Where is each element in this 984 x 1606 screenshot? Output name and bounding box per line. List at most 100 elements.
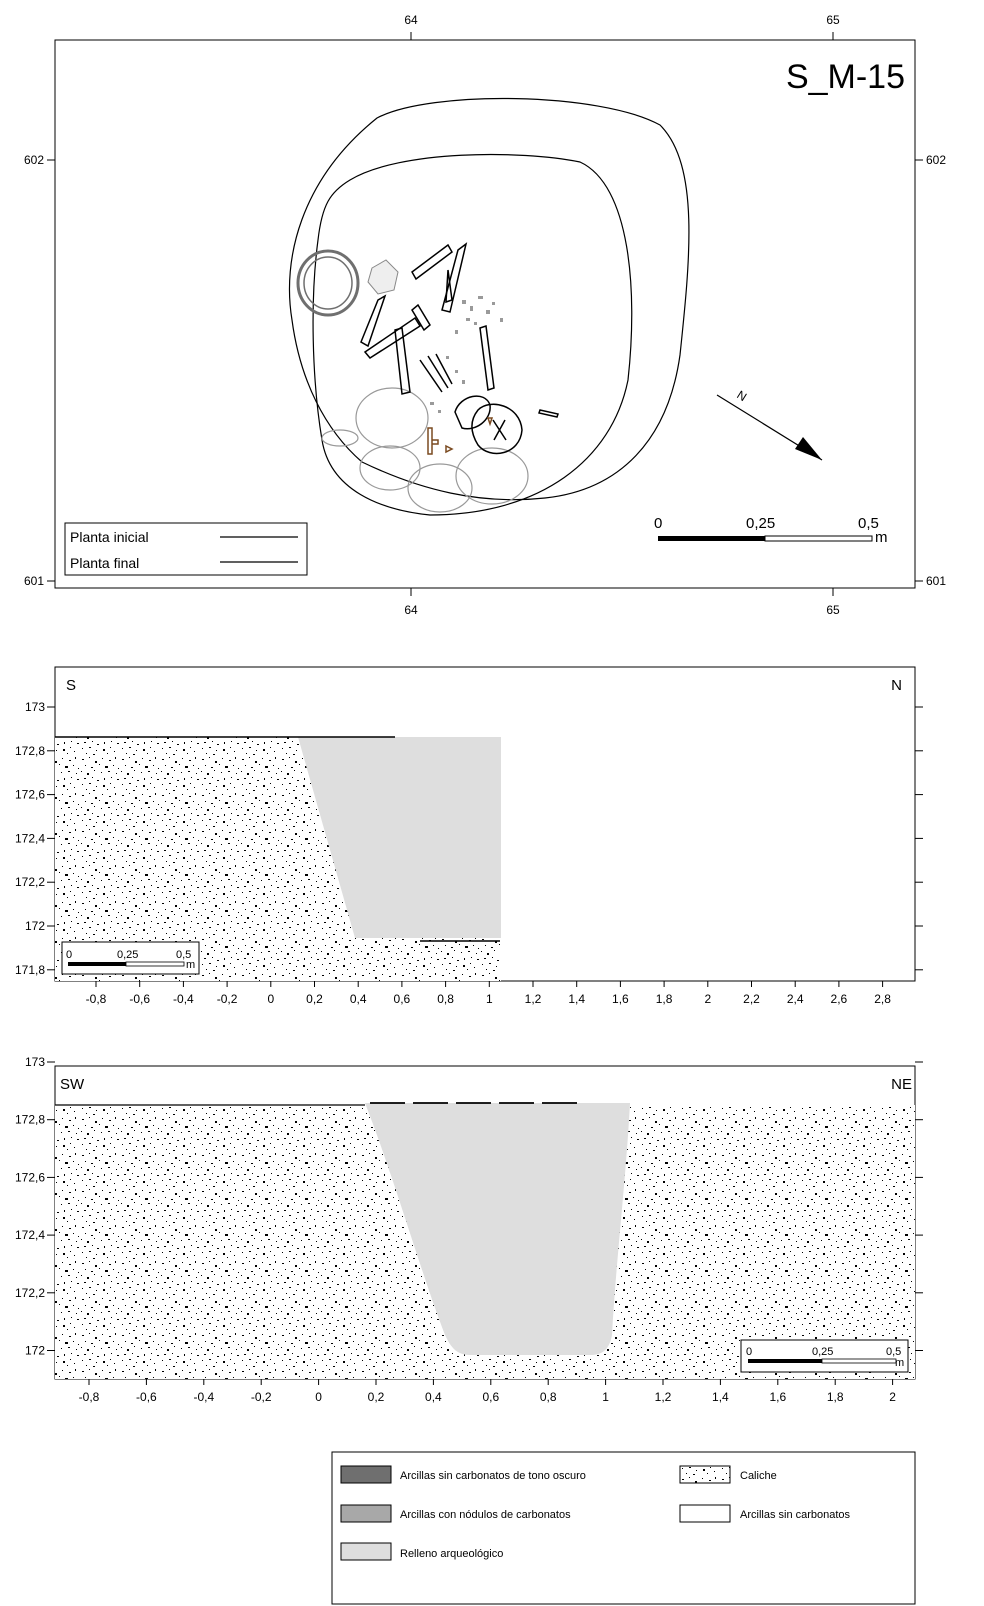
legend-swatch-carbonate-clay	[340, 1504, 392, 1523]
section1-ytick-label: 171,8	[15, 963, 45, 977]
section1-y-axis: 173 172,8 172,6 172,4 172,2 172 171,8	[15, 700, 923, 977]
section2-ytick-label: 172,6	[15, 1170, 45, 1184]
section2-xtick-label: 0,2	[368, 1390, 385, 1404]
section2-xtick-label: -0,4	[193, 1390, 214, 1404]
section2-ytick-label: 172,8	[15, 1113, 45, 1127]
section2-ytick-label: 172,2	[15, 1286, 45, 1300]
plan-scale-bar: 0 0,25 0,5 m	[654, 515, 888, 546]
section1-ytick-label: 172,4	[15, 831, 45, 845]
section1-xtick-label: 1,4	[568, 992, 585, 1006]
section2-ytick-label: 172,4	[15, 1228, 45, 1242]
section2-xtick-label: 0	[315, 1390, 322, 1404]
scale-unit: m	[186, 959, 195, 971]
plan-ytick-label: 602	[24, 153, 44, 167]
section1-xtick-label: -0,4	[173, 992, 194, 1006]
scale-label: 0,25	[746, 515, 775, 532]
section1-xtick-label: -0,2	[217, 992, 238, 1006]
legend-label: Relleno arqueológico	[400, 1548, 503, 1560]
section1-xtick-label: 1,8	[656, 992, 673, 1006]
section2-x-axis: -0,8 -0,6 -0,4 -0,2 0 0,2 0,4 0,6 0,8 1 1,2 1,4 1,6 1…	[79, 1379, 896, 1404]
plan-title: S_M-15	[786, 58, 905, 96]
section2-ytick-label: 173	[25, 1055, 45, 1069]
planta-final-outline	[312, 153, 633, 516]
section2-xtick-label: 1,6	[769, 1390, 786, 1404]
plan-xtick-label: 65	[826, 13, 840, 27]
bone-fragments	[360, 242, 559, 455]
brown-fragments	[427, 417, 494, 455]
grey-stones	[321, 387, 529, 513]
section1-xtick-label: 0,8	[437, 992, 454, 1006]
relleno-arqueologico	[298, 737, 501, 938]
caliche-area	[55, 737, 501, 981]
scale-label: 0	[66, 949, 72, 961]
section1-ytick-label: 173	[25, 700, 45, 714]
plan-xtick-label: 65	[826, 603, 840, 617]
scale-label: 0,5	[858, 515, 879, 532]
plan-xtick-label: 64	[404, 13, 418, 27]
section1-ytick-label: 172,8	[15, 744, 45, 758]
legend-swatch-clay	[679, 1504, 731, 1523]
section1-right-label: N	[891, 677, 902, 694]
section1-xtick-label: 1,2	[525, 992, 542, 1006]
section1-xtick-label: 2,6	[831, 992, 848, 1006]
section2-ytick-label: 172	[25, 1344, 45, 1358]
legend-label: Caliche	[740, 1470, 777, 1482]
section1-xtick-label: 0,6	[394, 992, 411, 1006]
section2-xtick-label: -0,2	[251, 1390, 272, 1404]
plan-xtick-label: 64	[404, 603, 418, 617]
section1-xtick-label: 2	[704, 992, 711, 1006]
section2-xtick-label: -0,8	[79, 1390, 100, 1404]
scale-label: 0	[654, 515, 662, 532]
section2-left-label: SW	[60, 1076, 85, 1093]
section1-xtick-label: -0,6	[129, 992, 150, 1006]
section2-xtick-label: 1,4	[712, 1390, 729, 1404]
legend-planta-inicial: Planta inicial	[70, 529, 149, 545]
section1-ytick-label: 172,6	[15, 788, 45, 802]
section2-y-axis: 173 172,8 172,6 172,4 172,2 172	[15, 1055, 923, 1358]
plan-legend: Planta inicial Planta final	[64, 522, 308, 576]
section1-xtick-label: 2,4	[787, 992, 804, 1006]
section1-xtick-label: -0,8	[86, 992, 107, 1006]
scale-unit: m	[895, 1357, 904, 1369]
legend-label: Arcillas sin carbonatos	[740, 1509, 851, 1521]
section1-xtick-label: 2,8	[874, 992, 891, 1006]
legend-swatch-caliche	[679, 1465, 731, 1484]
scale-label: 0,5	[886, 1346, 901, 1358]
section-s-n: S N 173 172,8 172,6 172,4 172,2 172 171,8 -0,8…	[15, 666, 923, 1006]
legend-frame	[331, 1451, 916, 1605]
section2-right-label: NE	[891, 1076, 912, 1093]
plan-view: S_M-15 64 65 64 65 602 602 601 601	[24, 13, 946, 617]
section1-ytick-label: 172,2	[15, 875, 45, 889]
section2-scale-bar: 0 0,25 0,5 m	[740, 1339, 909, 1373]
legend-swatch-relleno	[340, 1542, 392, 1561]
section2-xtick-label: 0,4	[425, 1390, 442, 1404]
north-arrow: N	[716, 388, 823, 461]
legend-swatch-dark-clay	[340, 1465, 392, 1484]
scale-label: 0	[746, 1346, 752, 1358]
section1-xtick-label: 0,2	[306, 992, 323, 1006]
section1-xtick-label: 2,2	[743, 992, 760, 1006]
section1-xtick-label: 0,4	[350, 992, 367, 1006]
legend-label: Arcillas con nódulos de carbonatos	[400, 1509, 571, 1521]
plan-ytick-label: 601	[24, 574, 44, 588]
planta-inicial-outline	[288, 97, 690, 501]
section2-xtick-label: -0,6	[136, 1390, 157, 1404]
scale-label: 0,25	[812, 1346, 833, 1358]
plan-ytick-label: 601	[926, 574, 946, 588]
relleno-arqueologico	[365, 1103, 630, 1355]
stone	[367, 259, 399, 295]
section2-xtick-label: 2	[889, 1390, 896, 1404]
section1-ytick-label: 172	[25, 919, 45, 933]
dark-clay-ring	[296, 249, 360, 317]
section2-xtick-label: 1	[602, 1390, 609, 1404]
section1-left-label: S	[66, 677, 76, 694]
section1-xtick-label: 1	[486, 992, 493, 1006]
legend-planta-final: Planta final	[70, 555, 139, 571]
section2-xtick-label: 0,8	[540, 1390, 557, 1404]
materials-legend: Arcillas sin carbonatos de tono oscuro C…	[331, 1451, 916, 1605]
section2-xtick-label: 1,8	[827, 1390, 844, 1404]
section2-xtick-label: 1,2	[655, 1390, 672, 1404]
section2-xtick-label: 0,6	[482, 1390, 499, 1404]
